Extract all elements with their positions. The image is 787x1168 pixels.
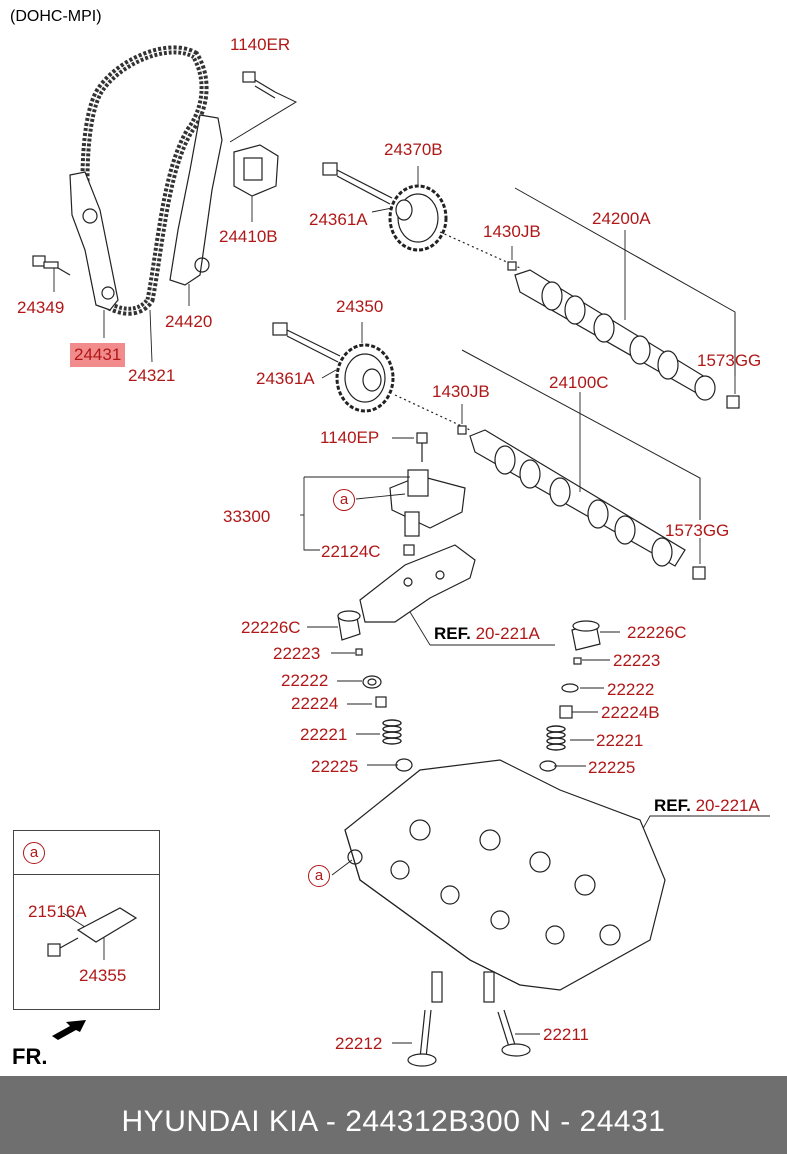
- front-direction-label: FR.: [12, 1044, 48, 1069]
- label-22222-left[interactable]: 22222: [281, 671, 329, 690]
- label-22212[interactable]: 22212: [335, 1034, 383, 1053]
- label-24361a-top[interactable]: 24361A: [309, 210, 368, 229]
- oil-temp-sensor-24355: [47, 907, 138, 957]
- label-24100c[interactable]: 24100C: [549, 373, 609, 392]
- label-1140ep[interactable]: 1140EP: [320, 428, 380, 447]
- label-22124c[interactable]: 22124C: [321, 542, 381, 561]
- label-22221-right[interactable]: 22221: [596, 731, 644, 750]
- label-22221-left[interactable]: 22221: [300, 725, 348, 744]
- label-22223-right[interactable]: 22223: [613, 651, 661, 670]
- parts-diagram: (DOHC-MPI): [10, 8, 770, 1069]
- reference-20-221a-lower[interactable]: REF. 20-221A: [654, 796, 760, 816]
- label-22226c-right[interactable]: 22226C: [627, 623, 687, 642]
- label-22226c-left[interactable]: 22226C: [241, 618, 301, 637]
- label-24370b[interactable]: 24370B: [384, 140, 443, 159]
- chain-guide-24431: [69, 171, 119, 311]
- bolt-1140er: [242, 71, 276, 99]
- label-22225-right[interactable]: 22225: [588, 758, 636, 777]
- cylinder-head: [344, 759, 666, 991]
- front-arrow-icon: [52, 1020, 86, 1040]
- bolt-24361a-mid: [272, 322, 341, 363]
- ref-code: 20-221A: [475, 624, 540, 643]
- label-22225-left[interactable]: 22225: [311, 757, 359, 776]
- bracket-20-221a: [359, 544, 476, 623]
- pin-1430jb-mid: [457, 425, 467, 435]
- label-33300[interactable]: 33300: [223, 507, 271, 526]
- label-24361a-mid[interactable]: 24361A: [256, 369, 315, 388]
- label-24321[interactable]: 24321: [128, 366, 176, 385]
- label-24350[interactable]: 24350: [336, 297, 384, 316]
- label-22222-right[interactable]: 22222: [607, 680, 655, 699]
- detail-marker-a-ocv[interactable]: a: [333, 489, 355, 511]
- tensioner-24410b: [233, 144, 279, 197]
- label-1140er[interactable]: 1140ER: [230, 35, 291, 54]
- label-24431-highlighted[interactable]: 24431: [70, 343, 126, 367]
- label-1430jb-top[interactable]: 1430JB: [483, 222, 541, 241]
- ocv-33300: [389, 432, 466, 537]
- ref-word: REF.: [654, 796, 691, 815]
- footer-part-number: HYUNDAI KIA - 244312B300 N - 24431: [121, 1105, 666, 1138]
- plug-1573gg-top: [726, 395, 740, 409]
- camshaft-24100c: [394, 394, 686, 567]
- detail-box-marker-a: a: [23, 842, 45, 864]
- valve-guide-22212: [431, 971, 443, 1003]
- label-24410b[interactable]: 24410B: [219, 227, 278, 246]
- label-24420[interactable]: 24420: [165, 312, 213, 331]
- detail-box-a: a: [13, 830, 160, 1010]
- plug-1573gg-mid: [692, 566, 706, 580]
- label-1430jb-mid[interactable]: 1430JB: [432, 382, 490, 401]
- label-22211[interactable]: 22211: [543, 1025, 590, 1044]
- label-1573gg-mid[interactable]: 1573GG: [665, 521, 730, 540]
- camshaft-24200a: [439, 231, 716, 401]
- filter-22124c: [403, 544, 415, 556]
- pin-1430jb-top: [507, 261, 517, 271]
- reference-20-221a-upper[interactable]: REF. 20-221A: [434, 624, 540, 644]
- valve-guide-22211: [483, 971, 495, 1003]
- detail-box-divider: [14, 874, 159, 875]
- valve-22211: [497, 1009, 531, 1057]
- label-1573gg-top[interactable]: 1573GG: [697, 351, 762, 370]
- label-22224[interactable]: 22224: [291, 694, 339, 713]
- label-22223-left[interactable]: 22223: [273, 644, 321, 663]
- detail-marker-a-head[interactable]: a: [308, 865, 330, 887]
- tensioner-arm-24420: [169, 114, 223, 286]
- label-21516a[interactable]: 21516A: [28, 902, 87, 921]
- exploded-view-drawing: [32, 45, 770, 1067]
- cvvt-sprocket-24350: [335, 343, 395, 413]
- bolt-24349: [32, 255, 71, 276]
- ref-code: 20-221A: [695, 796, 760, 815]
- label-24200a[interactable]: 24200A: [592, 209, 651, 228]
- footer-bar: HYUNDAI KIA - 244312B300 N - 24431: [0, 1076, 787, 1154]
- ref-word: REF.: [434, 624, 471, 643]
- engine-type-title: (DOHC-MPI): [10, 8, 102, 25]
- bolt-24361a-top: [322, 162, 393, 205]
- cvvt-sprocket-24370b: [388, 184, 448, 252]
- valve-train-right: [539, 620, 601, 772]
- valve-train-left: [337, 610, 413, 772]
- valve-22212: [407, 1009, 437, 1067]
- label-24355[interactable]: 24355: [79, 966, 127, 985]
- label-22224b[interactable]: 22224B: [601, 703, 660, 722]
- label-24349[interactable]: 24349: [17, 298, 65, 317]
